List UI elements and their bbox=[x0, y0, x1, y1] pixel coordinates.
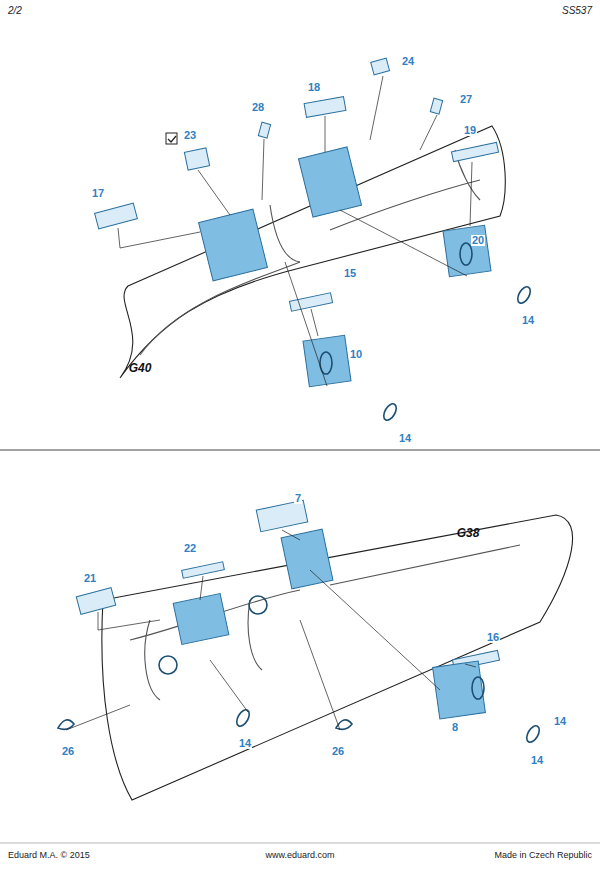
callout-number: 7 bbox=[294, 493, 302, 504]
callout-number: 26 bbox=[61, 746, 75, 757]
set-code: SS537 bbox=[562, 6, 592, 16]
callout-number: 8 bbox=[451, 722, 459, 733]
callout-number: 27 bbox=[459, 94, 473, 105]
callout-number: 16 bbox=[486, 632, 500, 643]
callout-number: 14 bbox=[398, 433, 412, 444]
callout-number: 19 bbox=[463, 125, 477, 136]
callout-number: 14 bbox=[238, 738, 252, 749]
callout-number: 28 bbox=[251, 102, 265, 113]
callout-number: 22 bbox=[183, 543, 197, 554]
callout-number: 21 bbox=[83, 573, 97, 584]
callout-number: 14 bbox=[521, 315, 535, 326]
callout-number: 20 bbox=[471, 235, 485, 246]
callout-number: 23 bbox=[183, 130, 197, 141]
part-group-label: G40 bbox=[129, 362, 152, 374]
callout-number: 26 bbox=[331, 746, 345, 757]
callout-number: 18 bbox=[307, 82, 321, 93]
footer-text: Made in Czech Republic bbox=[494, 851, 592, 860]
page-number: 2/2 bbox=[8, 6, 22, 16]
part-group-label: G38 bbox=[457, 527, 480, 539]
callout-number: 14 bbox=[553, 716, 567, 727]
callout-number: 24 bbox=[401, 56, 415, 67]
callout-number: 17 bbox=[91, 188, 105, 199]
callout-number: 14 bbox=[530, 755, 544, 766]
callout-number: 15 bbox=[343, 268, 357, 279]
footer-text: Eduard M.A. © 2015 bbox=[8, 851, 90, 860]
callout-number: 10 bbox=[349, 349, 363, 360]
footer-text: www.eduard.com bbox=[265, 851, 334, 860]
